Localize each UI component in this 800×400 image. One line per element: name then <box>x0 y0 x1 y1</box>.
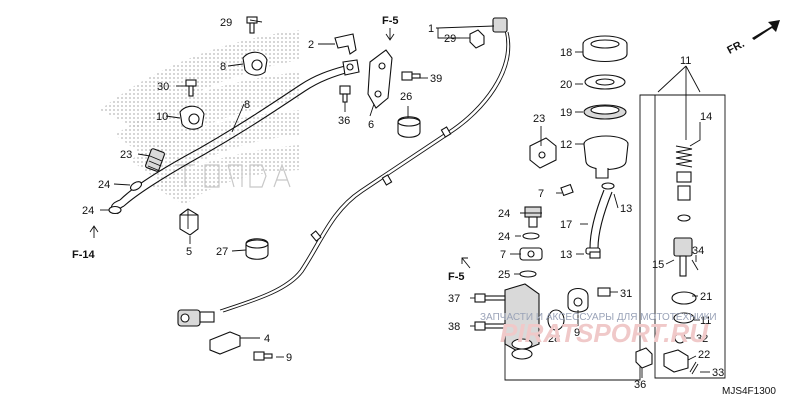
part-12-reservoir <box>583 135 629 179</box>
svg-text:F-5: F-5 <box>448 271 465 283</box>
callout-36-upper: 37 <box>448 293 460 305</box>
callout-7: 7 <box>500 249 506 261</box>
part-14-spring <box>675 145 693 168</box>
ref-f5-top: F-5 <box>382 15 399 41</box>
callout-22: 23 <box>533 113 545 125</box>
watermark-logo: PIRATSPORT.RU <box>500 318 709 348</box>
callout-13-upper: 13 <box>620 203 632 215</box>
callout-11: 11 <box>680 55 691 67</box>
callout-24-b: 24 <box>82 205 94 217</box>
part-23-fitting <box>524 206 542 228</box>
callout-18: 19 <box>560 107 572 119</box>
part-35-bolt <box>339 85 351 103</box>
part-17-cap <box>582 35 628 63</box>
part-29-bolt-mid <box>185 79 197 97</box>
callout-5: 6 <box>368 119 374 131</box>
part-8-upper-clamp <box>242 51 268 76</box>
callout-2: 2 <box>308 39 314 51</box>
callout-3: 5 <box>186 246 192 258</box>
callout-30: 31 <box>620 288 632 300</box>
callout-21: 22 <box>698 349 710 361</box>
svg-text:F-5: F-5 <box>382 15 399 27</box>
front-direction-arrow: FR. <box>725 20 780 57</box>
callout-15: 15 <box>652 259 664 271</box>
part-29-bolt-top <box>246 16 258 34</box>
callout-23-right: 24 <box>498 208 510 220</box>
callout-24-c: 24 <box>498 231 510 243</box>
part-2-bracket <box>334 33 360 76</box>
part-3-clip <box>179 208 199 236</box>
callout-31: 32 <box>696 333 708 345</box>
callout-36-lower: 38 <box>448 321 460 333</box>
callout-37: 39 <box>430 73 442 85</box>
svg-text:F-14: F-14 <box>72 249 96 261</box>
callout-28: 29 <box>444 33 456 45</box>
callout-33: 34 <box>692 245 704 257</box>
callout-34: 36 <box>634 379 646 391</box>
callout-24-a: 24 <box>98 179 110 191</box>
part-9-joint <box>567 287 589 313</box>
master-cylinder-body <box>504 283 540 360</box>
callout-35: 36 <box>338 115 350 127</box>
callout-19: 20 <box>560 79 572 91</box>
callout-1: 1 <box>428 23 434 35</box>
part-36-bolt-upper <box>474 293 506 303</box>
part-19-plate <box>584 74 626 90</box>
callout-13-lower: 13 <box>560 249 572 261</box>
part-39-bolt <box>253 351 273 361</box>
leader-lines <box>100 19 710 378</box>
ref-f5-mid: F-5 <box>448 257 471 283</box>
callout-17: 18 <box>560 47 572 59</box>
svg-text:FR.: FR. <box>725 38 746 57</box>
part-28-clip <box>469 29 485 49</box>
callout-27: 28 <box>548 333 560 345</box>
part-5-stay <box>367 49 393 109</box>
callout-24-d: 25 <box>498 269 510 281</box>
callout-9: 9 <box>574 327 580 339</box>
diagram-code: MJS4F1300 <box>722 386 776 397</box>
callout-16: 17 <box>560 219 572 231</box>
callout-23-left: 23 <box>120 149 132 161</box>
part-7-joint <box>519 247 543 261</box>
part-18-diaphragm <box>583 104 627 120</box>
callout-29-mid: 30 <box>157 81 169 93</box>
callout-32: 33 <box>712 367 724 379</box>
callout-labels: 29 8 30 10 8 23 24 24 5 27 2 6 36 39 26 … <box>82 17 724 391</box>
callout-38: 7 <box>538 188 544 200</box>
callout-10: 11 <box>700 315 711 327</box>
watermark-text: ЗАПЧАСТИ И АКСЕССУАРЫ ДЛЯ МОТОТЕХНИКИ <box>480 312 717 323</box>
callout-25: 26 <box>400 91 412 103</box>
part-22-stay <box>529 137 557 169</box>
callout-26: 27 <box>216 246 228 258</box>
part-8-lower-clamp <box>179 105 205 130</box>
ref-f14: F-14 <box>72 225 99 261</box>
callout-29-top: 29 <box>220 17 232 29</box>
part-4-bracket <box>209 331 241 355</box>
callout-12: 12 <box>560 139 572 151</box>
callout-4: 4 <box>264 333 270 345</box>
part-37-bolt <box>401 71 421 81</box>
callout-39: 9 <box>286 352 292 364</box>
part-38-bolt <box>560 183 574 197</box>
brake-light-switch <box>177 309 215 327</box>
callout-8-upper: 8 <box>220 61 226 73</box>
callout-20: 21 <box>700 291 712 303</box>
part-26-grommet <box>245 238 269 260</box>
callout-14: 14 <box>700 111 712 123</box>
callout-8-lower: 10 <box>156 111 168 123</box>
part-23-left-fitting <box>145 148 165 172</box>
part-25-grommet <box>397 116 421 138</box>
callout-6: 8 <box>244 99 250 111</box>
